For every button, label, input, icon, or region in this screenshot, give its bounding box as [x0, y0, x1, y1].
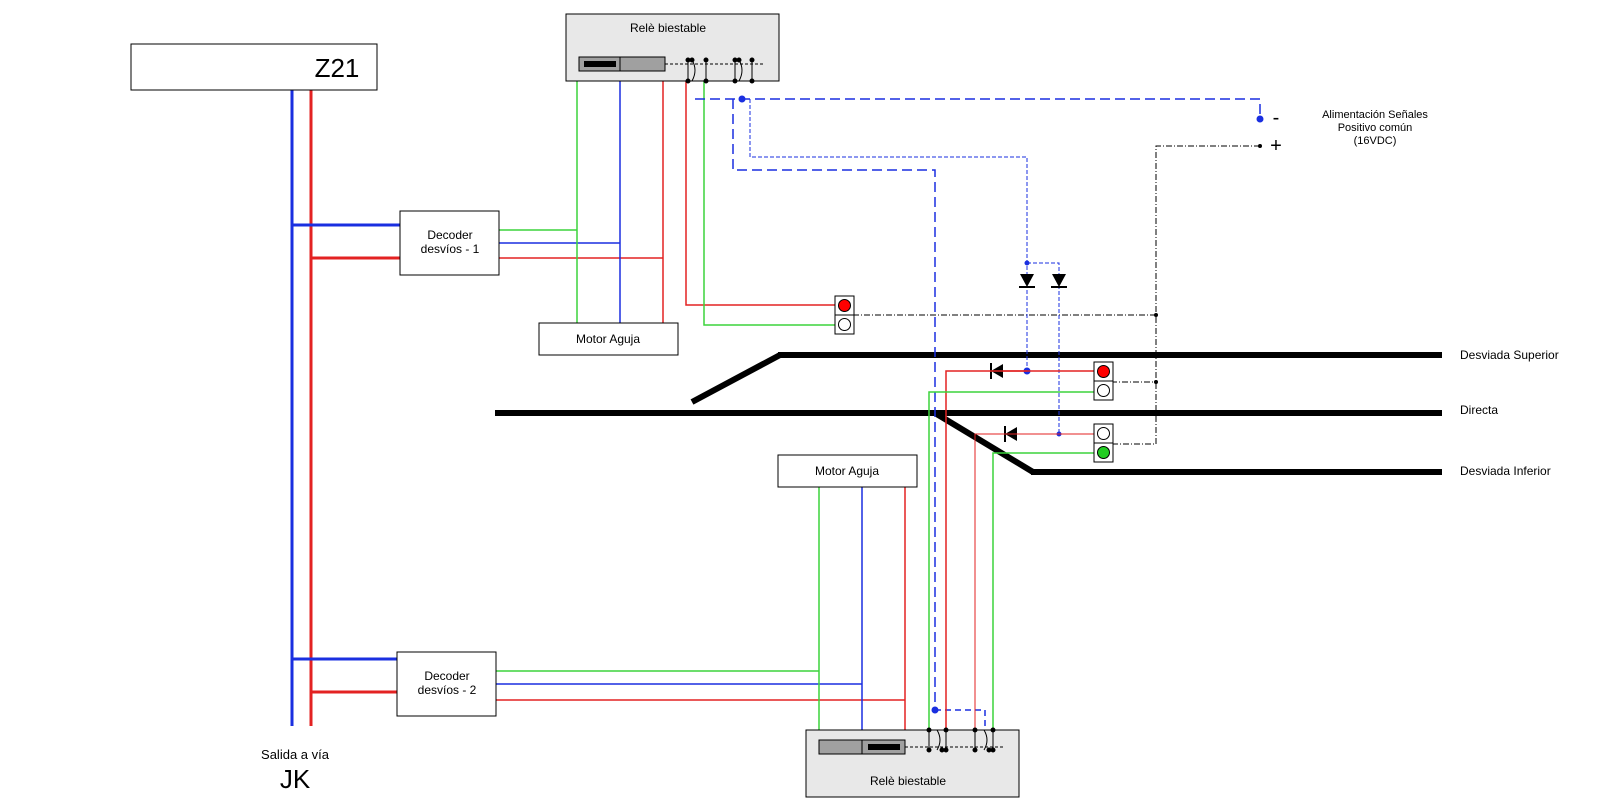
- decoder-2-line1: Decoder: [424, 669, 469, 683]
- signal-2-lower-lamp: [1097, 384, 1110, 397]
- motor-top-label: Motor Aguja: [576, 332, 640, 346]
- track-upper-diverge: [690, 352, 782, 405]
- wire-green-signal-1: [703, 70, 835, 326]
- signal-1-lower-lamp: [838, 318, 851, 331]
- wire-red-to-signal-3: [974, 433, 1094, 740]
- wire-green-to-signal-2: [928, 391, 1094, 740]
- z21-unit: Z21: [130, 43, 378, 91]
- signal-2-red-lamp: [1097, 365, 1110, 378]
- wire-common-vertical: [1111, 145, 1260, 445]
- junction-dot: [738, 95, 746, 103]
- decoder-2-line2: desvíos - 2: [418, 683, 477, 697]
- track-label-lower: Desviada Inferior: [1460, 464, 1551, 478]
- power-label-line2: Positivo común: [1338, 122, 1413, 134]
- negative-supply: [695, 95, 1264, 735]
- z21-box: [130, 43, 378, 91]
- main-bus: [290, 90, 400, 726]
- power-label-line3: (16VDC): [1354, 135, 1397, 147]
- signal-3: [1093, 423, 1114, 463]
- top-wiring: [499, 70, 1262, 445]
- power-supply-labels: - + Alimentación Señales Positivo común …: [1270, 107, 1428, 157]
- junction-dot: [1258, 144, 1262, 148]
- diode-vertical-2: [1052, 274, 1066, 287]
- relay-bottom-armature: [868, 744, 900, 750]
- wire-negative-bottom-relay: [935, 709, 986, 735]
- motor-bottom: Motor Aguja: [777, 454, 918, 488]
- junction-dot: [1256, 115, 1264, 123]
- decoder-1: Decoder desvíos - 1: [399, 210, 500, 276]
- motor-top: Motor Aguja: [538, 322, 679, 356]
- relay-bottom-label: Relè biestable: [870, 774, 946, 788]
- output-label: Salida a vía: [261, 747, 330, 762]
- decoder-1-line2: desvíos - 1: [421, 242, 480, 256]
- track-label-direct: Directa: [1460, 403, 1498, 417]
- track-labels: Desviada Superior Directa Desviada Infer…: [1460, 348, 1559, 478]
- relay-top-armature: [584, 61, 616, 67]
- power-label-line1: Alimentación Señales: [1322, 109, 1428, 121]
- track-lower-diverge: [933, 410, 1035, 475]
- tracks: [495, 352, 1442, 475]
- wire-red-signal-1: [685, 70, 835, 306]
- relay-top-contacts: [685, 57, 755, 84]
- z21-title: Z21: [315, 53, 360, 83]
- signal-3-green-lamp: [1097, 446, 1110, 459]
- wire-negative-relay-bottom: [732, 99, 936, 710]
- motor-top-box: [538, 322, 679, 356]
- decoder-2: Decoder desvíos - 2: [396, 651, 497, 717]
- signal-2: [1093, 361, 1114, 401]
- track-label-upper: Desviada Superior: [1460, 348, 1559, 362]
- motor-bottom-box: [777, 454, 918, 488]
- wire-negative-signals: [749, 99, 1028, 371]
- motor-bottom-label: Motor Aguja: [815, 464, 879, 478]
- relay-top: Relè biestable: [565, 13, 780, 84]
- relay-bottom-box: [805, 729, 1020, 798]
- relay-bottom-contacts: [926, 727, 996, 753]
- relay-top-label: Relè biestable: [630, 21, 706, 35]
- signal-1-red-lamp: [838, 299, 851, 312]
- junction-dot: [1154, 380, 1158, 384]
- bottom-wiring: [496, 370, 1094, 740]
- junction-dot: [931, 706, 939, 714]
- power-plus-symbol: +: [1270, 135, 1282, 157]
- decoder-1-line1: Decoder: [427, 228, 472, 242]
- decoder-1-box: [399, 210, 500, 276]
- wire-red-to-signal-2: [945, 370, 1094, 740]
- signal-3-upper-lamp: [1097, 427, 1110, 440]
- output-jk: JK: [280, 764, 311, 794]
- power-minus-symbol: -: [1273, 107, 1280, 129]
- relay-bottom: Relè biestable: [805, 727, 1020, 798]
- junction-dot: [1024, 260, 1030, 266]
- decoder-2-box: [396, 651, 497, 717]
- diode-vertical-1: [1020, 274, 1034, 287]
- junction-dot: [1154, 313, 1158, 317]
- track-output: Salida a vía JK: [261, 747, 330, 794]
- wire-green-to-signal-3: [992, 452, 1094, 740]
- signal-1: [834, 295, 855, 335]
- wire-negative-main: [695, 98, 1261, 119]
- wire-negative-diode-2: [1027, 262, 1060, 434]
